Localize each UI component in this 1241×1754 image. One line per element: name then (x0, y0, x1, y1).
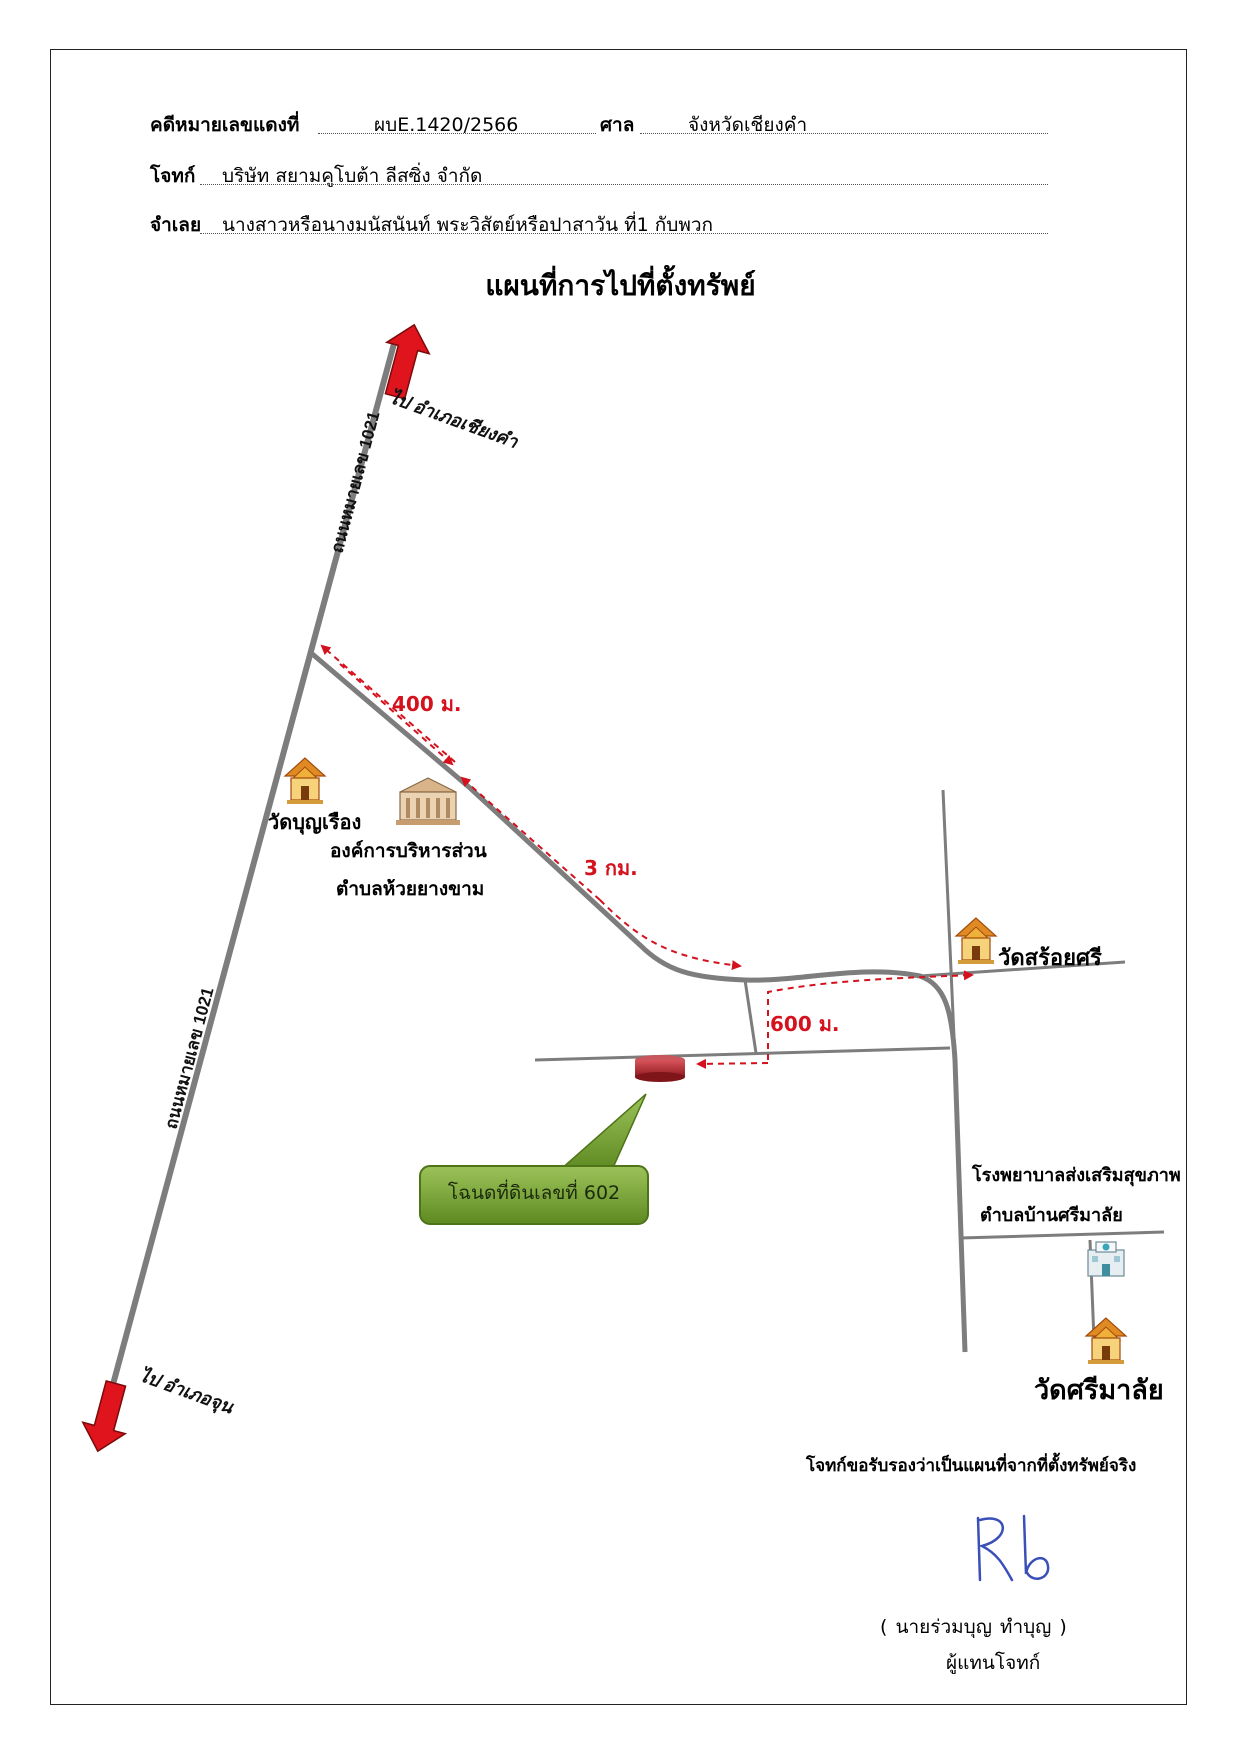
hospital-icon (1087, 1241, 1125, 1277)
direction-north-label: ไป อำเภอเชียงคำ (387, 386, 522, 452)
parcel-road (534, 1046, 951, 1062)
land-parcel-marker (635, 1055, 685, 1082)
distance-600m-label: 600 ม. (770, 1012, 840, 1036)
wat-soi-si-label: วัดสร้อยศรี (998, 946, 1102, 971)
case-number-value: ผบE.1420/2566 (374, 114, 519, 136)
direction-south-label: ไป อำเภอจุน (136, 1364, 238, 1420)
route-400m-arrow-b (339, 663, 454, 766)
branch-road (308, 650, 968, 1353)
defendant-label: จำเลย (150, 214, 202, 236)
route-3km-arrow-b (599, 899, 742, 971)
distance-400m-label: 400 ม. (392, 692, 462, 716)
court-value: จังหวัดเชียงคำ (688, 114, 808, 136)
dotted-line (200, 184, 1048, 185)
route-to-parcel-arrow (696, 1058, 769, 1069)
road-north (941, 789, 957, 1061)
road-connector (743, 979, 758, 1054)
case-number-label: คดีหมายเลขแดงที่ (150, 114, 300, 136)
route-3km-arrow-a (460, 776, 601, 901)
route-600m-arrow (767, 970, 974, 1060)
route-400m-arrow-a (320, 644, 456, 763)
hospital-label-line-1: โรงพยาบาลส่งเสริมสุขภาพ (972, 1165, 1181, 1186)
dotted-line (318, 133, 596, 134)
road-east (919, 960, 1126, 978)
plaintiff-value: บริษัท สยามคูโบต้า ลีสซิ่ง จำกัด (222, 165, 483, 187)
plaintiff-label: โจทก์ (150, 165, 196, 187)
signature (976, 1514, 1050, 1582)
page-frame (50, 49, 1187, 1705)
temple-icon (1084, 1317, 1128, 1364)
hospital-label-line-2: ตำบลบ้านศรีมาลัย (980, 1205, 1123, 1226)
map-title: แผนที่การไปที่ตั้งทรัพย์ (485, 269, 756, 302)
dotted-line (640, 133, 1048, 134)
tao-label-line-2: ตำบลห้วยยางขาม (336, 878, 485, 900)
parcel-callout (419, 1093, 649, 1225)
north-arrow-icon (384, 323, 431, 400)
distance-3km-label: 3 กม. (584, 856, 638, 880)
temple-icon (954, 917, 998, 964)
highway-1021 (95, 339, 398, 1441)
signer-role: ผู้แทนโจทก์ (946, 1652, 1041, 1674)
road-label-upper: ถนนหมายเลข 1021 (328, 409, 384, 555)
temple-icon (283, 757, 327, 804)
government-building-icon (396, 777, 460, 825)
south-arrow-icon (81, 1380, 128, 1453)
wat-bun-ruang-label: วัดบุญเรือง (268, 810, 362, 834)
dotted-line (200, 233, 1048, 234)
court-label: ศาล (600, 114, 635, 136)
tao-label-line-1: องค์การบริหารส่วน (330, 840, 487, 862)
defendant-value: นางสาวหรือนางมนัสนันท์ พระวิสัตย์หรือปาส… (222, 214, 714, 236)
parcel-callout-text: โฉนดที่ดินเลขที่ 602 (447, 1182, 621, 1204)
certification-note: โจทก์ขอรับรองว่าเป็นแผนที่จากที่ตั้งทรัพ… (806, 1456, 1137, 1476)
signer-name: ( นายร่วมบุญ ทำบุญ ) (880, 1616, 1067, 1638)
wat-si-malai-label: วัดศรีมาลัย (1034, 1375, 1164, 1406)
hospital-road (959, 1230, 1165, 1240)
